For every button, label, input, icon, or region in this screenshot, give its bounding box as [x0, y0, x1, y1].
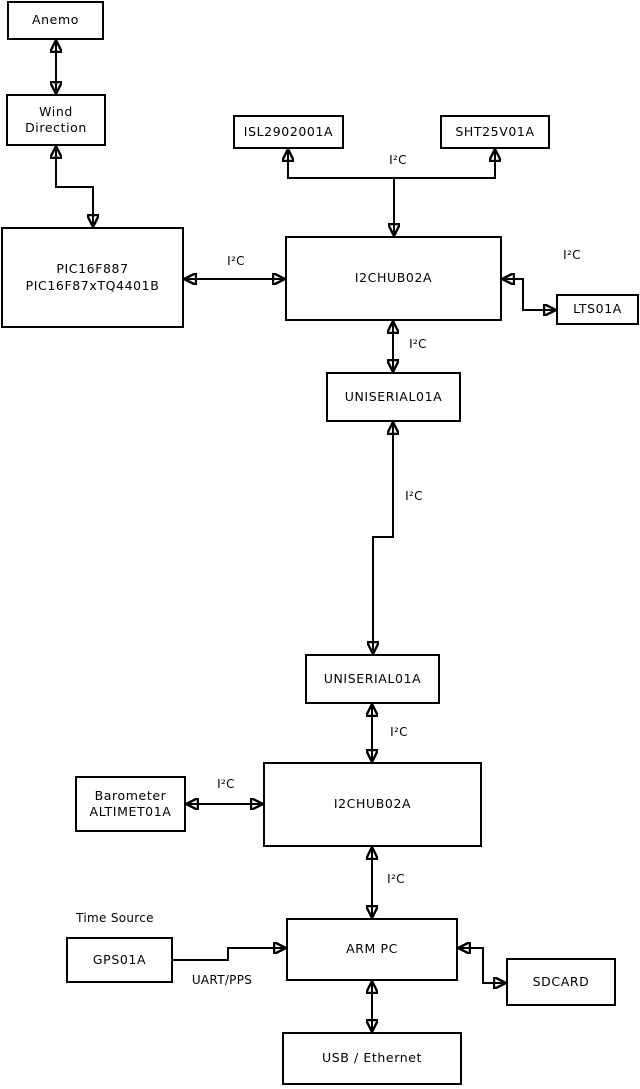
- node-pic16f887: PIC16F887 PIC16F87xTQ4401B: [1, 227, 184, 328]
- node-uniserial01a-top: UNISERIAL01A: [326, 372, 461, 422]
- node-sht25v01a-label: SHT25V01A: [455, 123, 535, 139]
- connector-armpc-sdcard: [458, 948, 506, 983]
- node-uniserial01a-top-label: UNISERIAL01A: [344, 388, 443, 404]
- node-i2chub02a-top: I2CHUB02A: [285, 236, 502, 321]
- node-lts01a: LTS01A: [556, 294, 639, 325]
- edge-label-uart-pps: UART/PPS: [191, 973, 253, 987]
- node-arm-pc: ARM PC: [286, 918, 458, 981]
- edge-label-i2c-sensor-bus: I²C: [389, 153, 407, 167]
- node-sdcard-label: SDCARD: [532, 973, 590, 989]
- connector-uniserial-top-uniserial-bottom: [373, 422, 393, 654]
- connector-i2chub-top-lts: [502, 279, 556, 310]
- node-barometer-altimet01a-label: Barometer ALTIMET01A: [89, 787, 172, 819]
- node-i2chub02a-top-label: I2CHUB02A: [354, 270, 433, 286]
- node-isl2902001a-label: ISL2902001A: [243, 123, 334, 139]
- node-sht25v01a: SHT25V01A: [440, 115, 550, 149]
- edge-label-i2c-lts: I²C: [563, 248, 581, 262]
- node-usb-ethernet: USB / Ethernet: [282, 1032, 462, 1085]
- edge-label-i2c-barometer: I²C: [217, 777, 235, 791]
- node-anemo: Anemo: [7, 1, 104, 40]
- node-arm-pc-label: ARM PC: [346, 941, 398, 957]
- node-sdcard: SDCARD: [506, 958, 616, 1006]
- node-gps01a-label: GPS01A: [92, 951, 147, 967]
- connector-sensorbus-isl-sht: [288, 149, 495, 179]
- edge-label-time-source: Time Source: [76, 911, 154, 925]
- node-i2chub02a-bottom: I2CHUB02A: [263, 762, 482, 847]
- node-pic16f887-label: PIC16F887 PIC16F87xTQ4401B: [25, 261, 160, 293]
- node-wind-direction-label: Wind Direction: [25, 103, 87, 135]
- node-i2chub02a-bottom-label: I2CHUB02A: [333, 796, 412, 812]
- node-anemo-label: Anemo: [32, 12, 79, 28]
- connector-winddirection-pic: [56, 146, 93, 227]
- edge-label-i2c-uni1-uni2: I²C: [405, 489, 423, 503]
- node-uniserial01a-bottom-label: UNISERIAL01A: [323, 670, 422, 686]
- node-lts01a-label: LTS01A: [573, 301, 622, 317]
- node-barometer-altimet01a: Barometer ALTIMET01A: [75, 776, 186, 832]
- edge-label-i2c-hub1-uni1: I²C: [409, 337, 427, 351]
- connector-gps-armpc: [173, 948, 286, 961]
- node-gps01a: GPS01A: [66, 937, 173, 983]
- node-isl2902001a: ISL2902001A: [233, 115, 344, 149]
- node-uniserial01a-bottom: UNISERIAL01A: [305, 654, 440, 704]
- node-usb-ethernet-label: USB / Ethernet: [321, 1050, 423, 1066]
- edge-label-i2c-pic: I²C: [227, 254, 245, 268]
- edge-label-i2c-hub2-arm: I²C: [387, 872, 405, 886]
- node-wind-direction: Wind Direction: [6, 94, 106, 146]
- edge-label-i2c-uni2-hub2: I²C: [390, 725, 408, 739]
